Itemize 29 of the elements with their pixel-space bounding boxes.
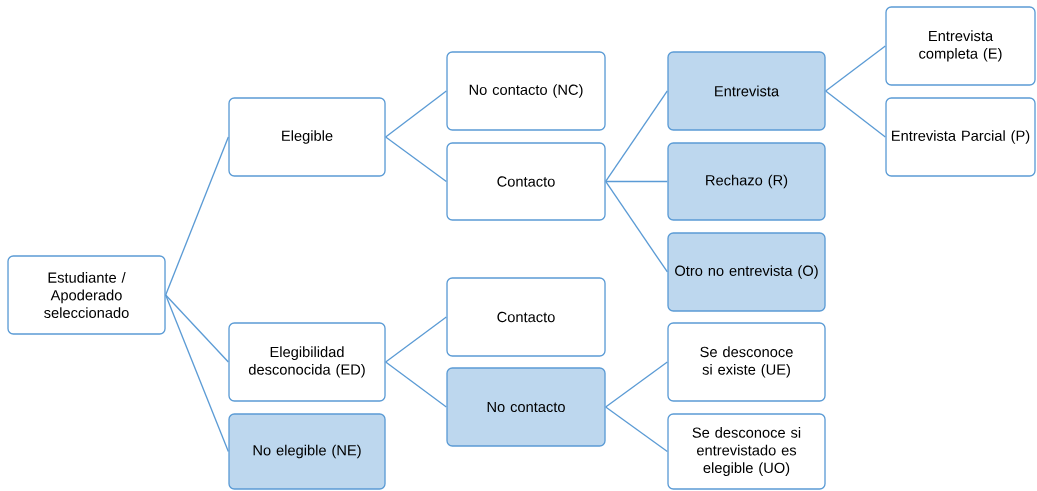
connector-line [605, 180, 668, 273]
connector-line [385, 361, 447, 408]
process-box: Entrevista [667, 51, 826, 131]
process-box: Contacto [446, 142, 606, 221]
connector-line [825, 45, 886, 92]
connector-line [165, 294, 229, 363]
connector-line [605, 180, 668, 183]
connector-line [605, 361, 668, 408]
connector-line [385, 136, 447, 183]
process-box: Se desconoce si existe (UE) [667, 322, 826, 402]
process-box: Elegible [228, 97, 386, 177]
process-box: Estudiante / Apoderado seleccionado [7, 255, 166, 335]
process-box: No elegible (NE) [228, 413, 386, 490]
process-box: Otro no entrevista (O) [667, 232, 826, 312]
process-box: Se desconoce si entrevistado es elegible (UO) [667, 413, 826, 490]
process-box: No contacto [446, 367, 606, 447]
process-box: Entrevista completa (E) [885, 6, 1036, 86]
connector-line [605, 406, 668, 453]
connector-line [385, 90, 447, 138]
process-box: Rechazo (R) [667, 142, 826, 221]
process-box: Entrevista Parcial (P) [885, 97, 1036, 177]
process-box: Elegibilidad desconocida (ED) [228, 322, 386, 402]
process-box: Contacto [446, 277, 606, 357]
connector-line [605, 90, 668, 183]
connector-line [165, 294, 229, 453]
connector-line [825, 90, 886, 138]
connector-line [385, 316, 447, 363]
connector-line [165, 136, 229, 296]
process-box: No contacto (NC) [446, 51, 606, 131]
